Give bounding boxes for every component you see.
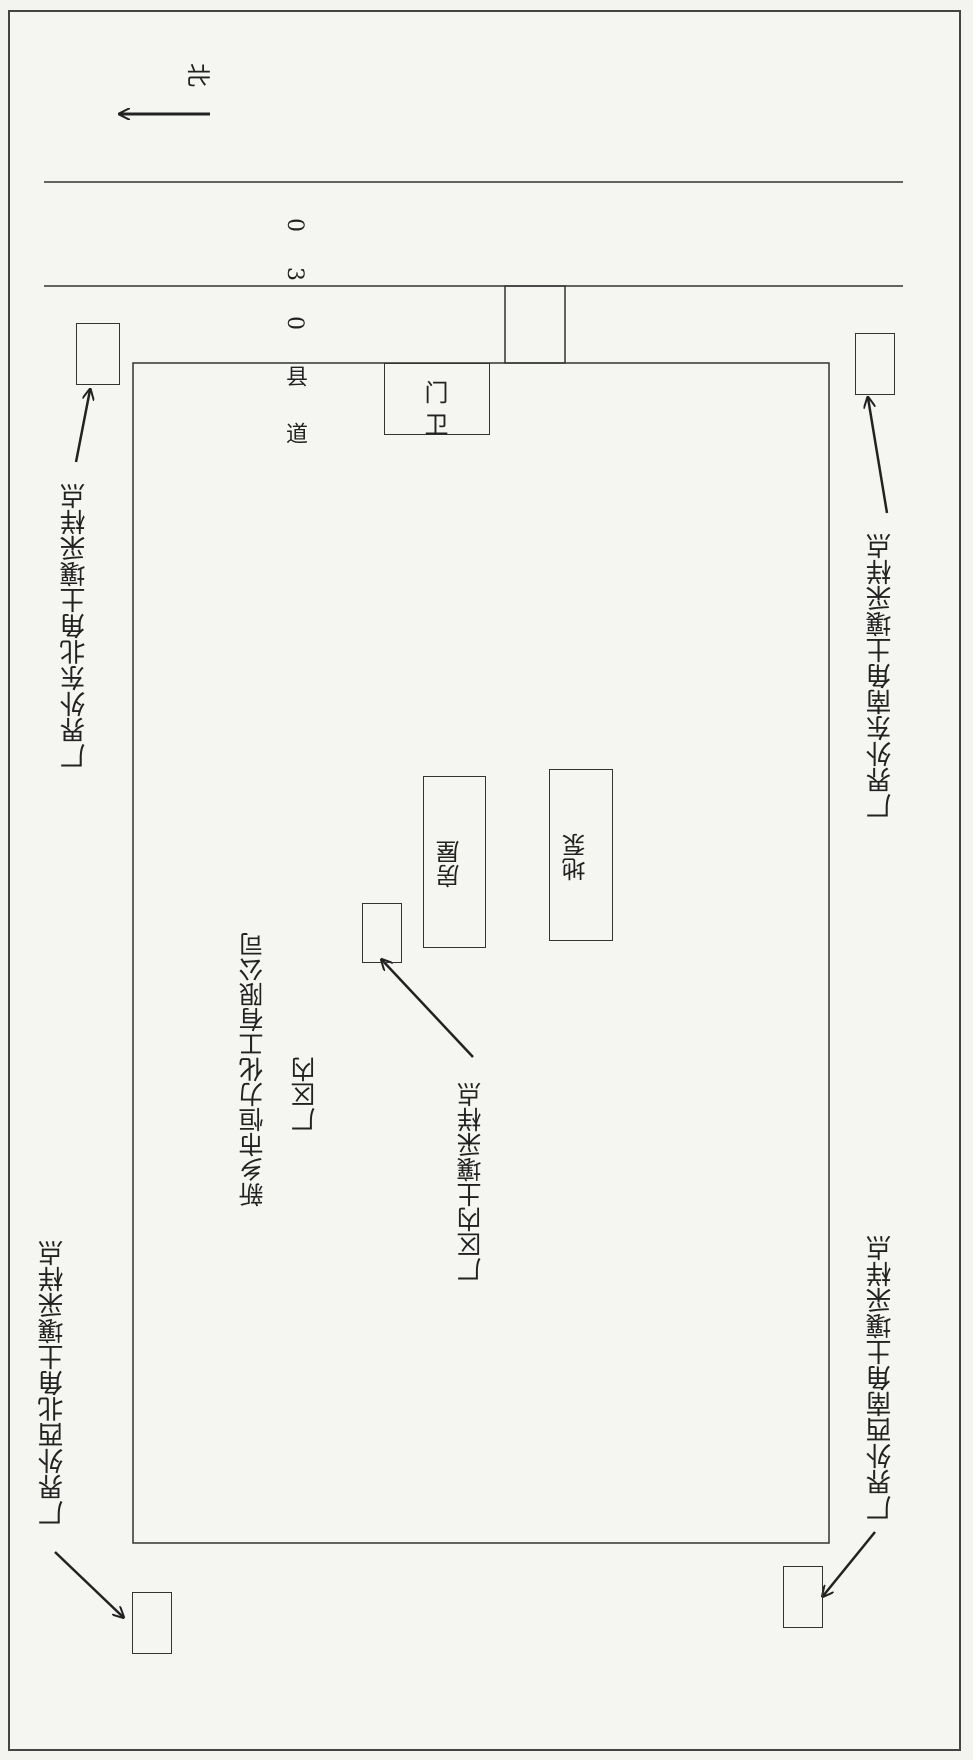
arrow-inside (382, 960, 474, 1058)
sampling-box-northwest (132, 1592, 172, 1654)
arrow-southwest (823, 1531, 876, 1596)
sampling-box-southeast (855, 333, 895, 395)
diagram-frame (8, 10, 961, 1751)
label-northwest: 厂界外西北角土壤采样点 (38, 1240, 68, 1526)
ground-pump (549, 769, 613, 941)
company-name: 新乡市恒力化工有限公司 (238, 932, 267, 1207)
label-southeast: 厂界外东南角土壤采样点 (866, 533, 896, 819)
pump-label: 地泵 (562, 833, 590, 881)
label-northeast: 厂界外东北角土壤采样点 (60, 483, 90, 769)
house-label: 房屋 (436, 840, 464, 888)
north-label: 北 (184, 63, 212, 87)
house-building (423, 776, 486, 948)
arrow-southeast (868, 398, 889, 514)
road-label: 0 3 0 县 道 (282, 218, 307, 458)
sampling-box-northeast (76, 323, 120, 385)
arrow-northeast (74, 390, 90, 463)
sampling-box-southwest (783, 1566, 823, 1628)
arrow-northwest (54, 1551, 123, 1617)
inner-area-label: 厂区内 (290, 1057, 319, 1132)
gate-passage (504, 285, 566, 364)
sampling-box-inside (362, 903, 402, 963)
label-inside: 厂区内土壤采样点 (456, 1082, 485, 1282)
gate-label: 门卫 (420, 380, 448, 444)
label-southwest: 厂界外西南角土壤采样点 (866, 1235, 896, 1521)
gate-house (384, 363, 490, 435)
